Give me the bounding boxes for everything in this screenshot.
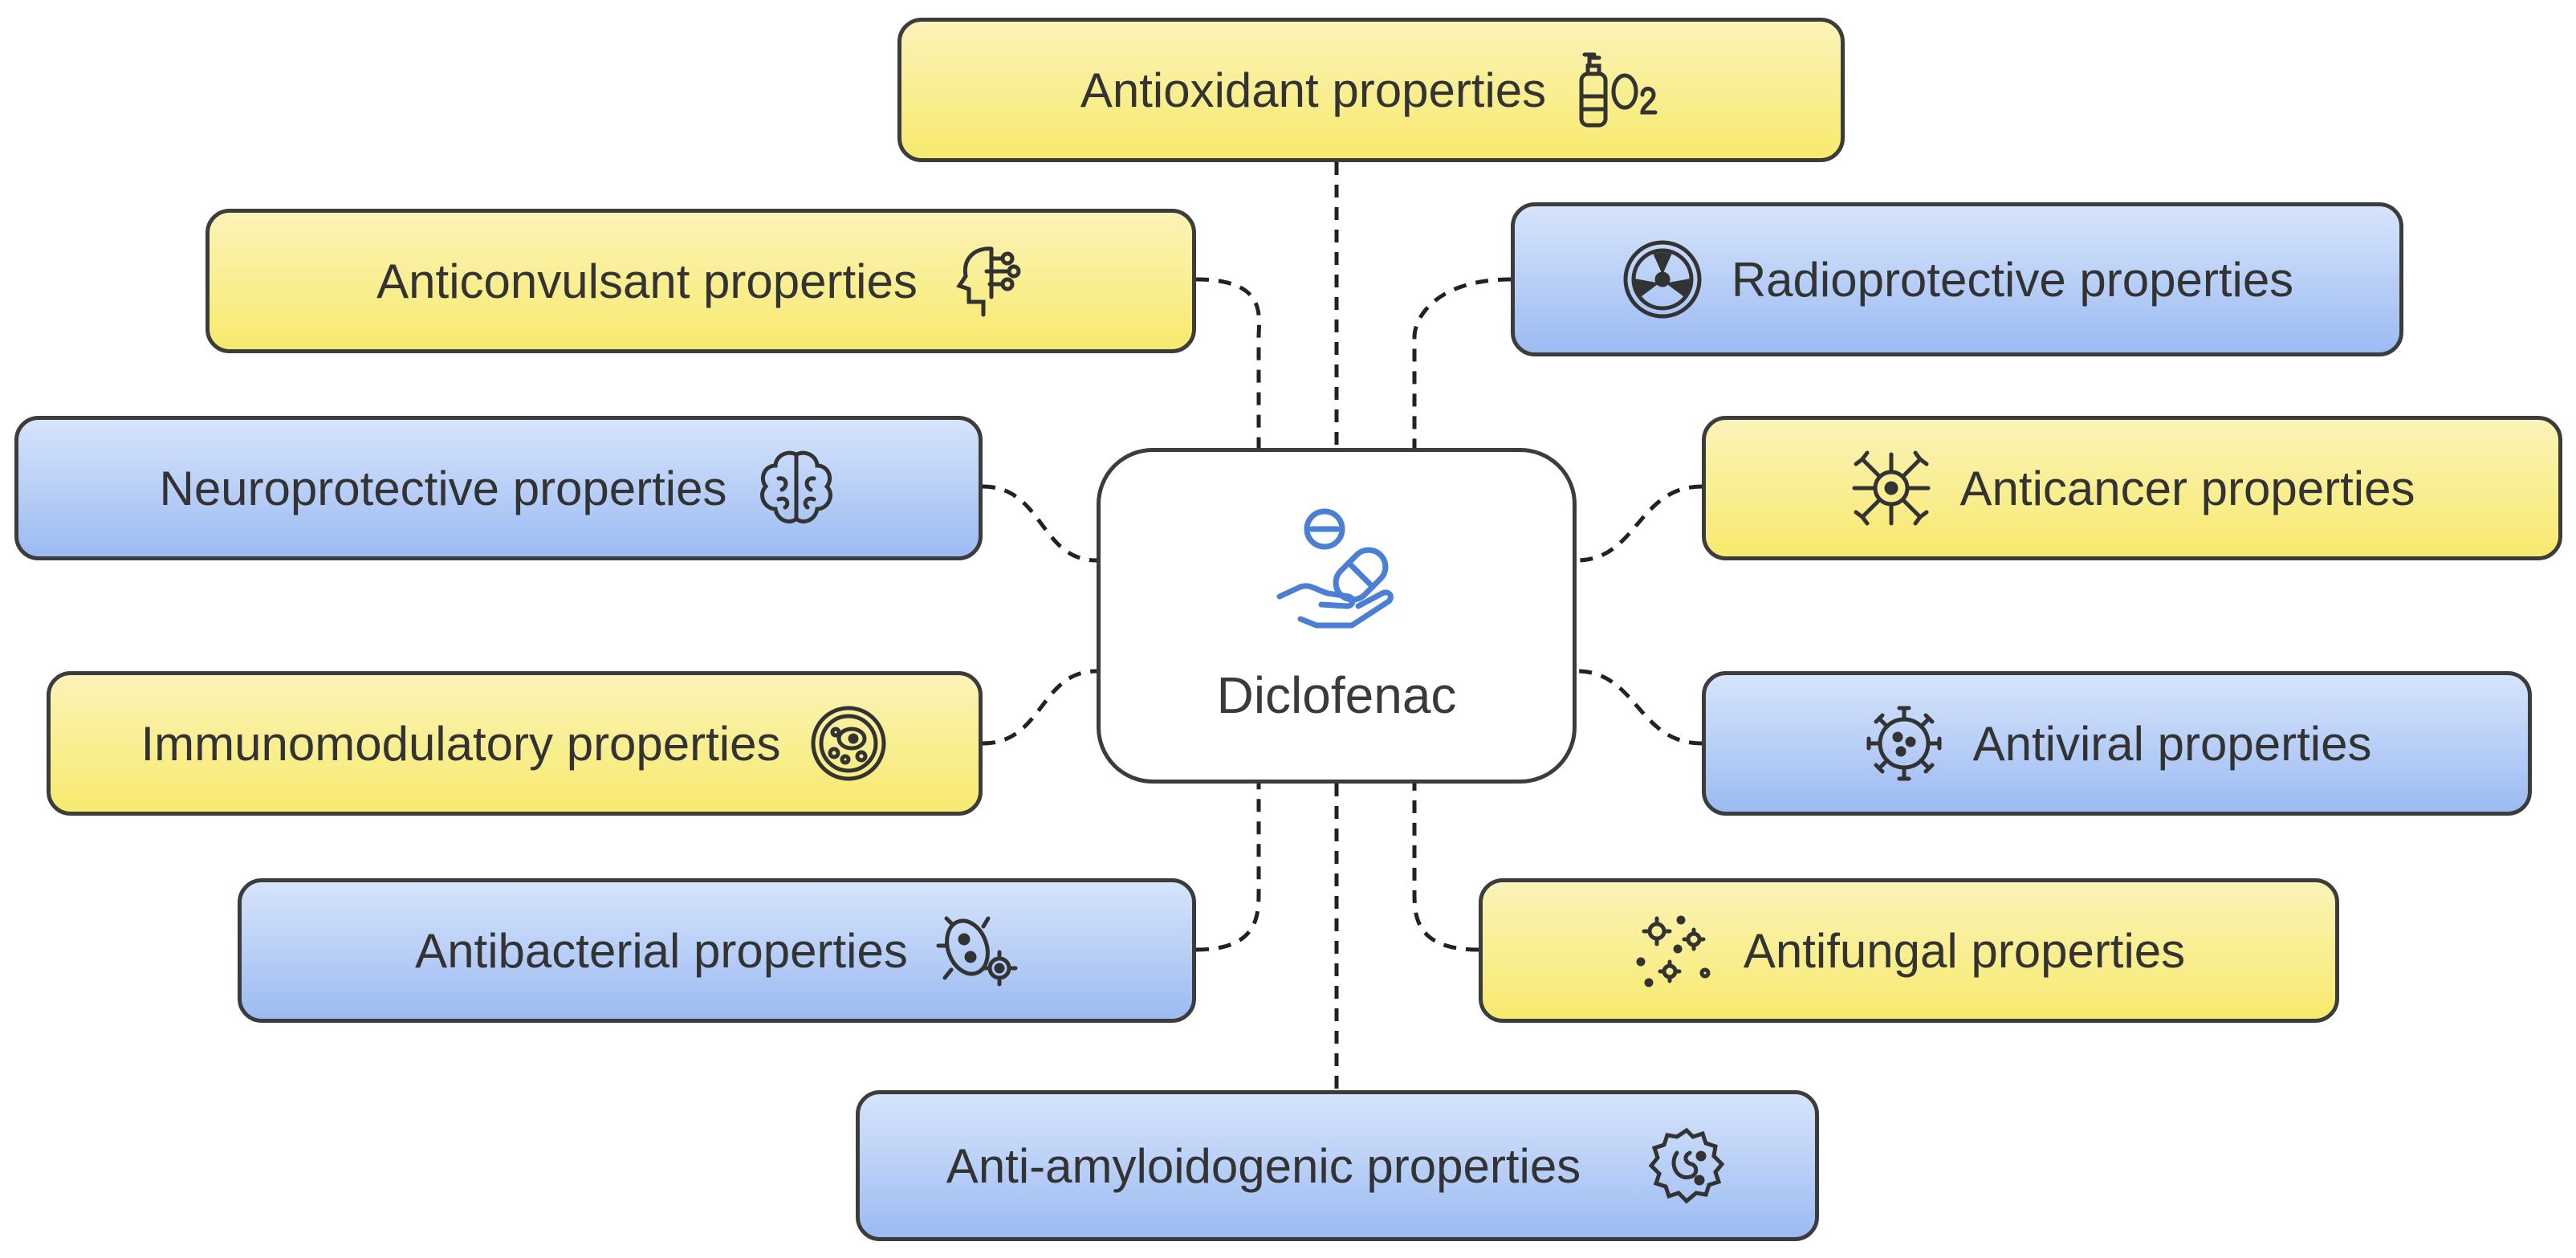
antioxidant-label: Antioxidant properties xyxy=(1080,63,1547,117)
connector-neuroprotective xyxy=(982,484,1097,563)
radioprotective-box: Radioprotective properties xyxy=(1511,202,2403,356)
immunomodulatory-label: Immunomodulatory properties xyxy=(140,716,781,771)
oxygen-cylinder-icon xyxy=(1573,50,1662,130)
amyloid-cell-icon xyxy=(1645,1124,1728,1207)
hand-holding-pills-icon xyxy=(1268,507,1405,643)
diclofenac-center-box: Diclofenac xyxy=(1097,448,1577,784)
radiation-icon xyxy=(1621,238,1704,321)
antioxidant-box: Antioxidant properties xyxy=(897,18,1845,162)
antiamyloidogenic-box: Anti-amyloidogenic properties xyxy=(856,1090,1819,1241)
anticancer-label: Anticancer properties xyxy=(1959,461,2415,515)
cancer-cell-icon xyxy=(1850,446,1933,530)
connector-anticancer xyxy=(1576,484,1703,563)
connector-immunomodulatory xyxy=(982,669,1097,746)
connector-radioprotective xyxy=(1412,277,1512,448)
antiviral-box: Antiviral properties xyxy=(1702,671,2532,816)
fungal-spores-icon xyxy=(1633,909,1716,992)
bacteria-icon xyxy=(935,909,1019,992)
antibacterial-label: Antibacterial properties xyxy=(415,923,908,978)
anticancer-box: Anticancer properties xyxy=(1702,416,2562,560)
antifungal-label: Antifungal properties xyxy=(1743,923,2186,978)
petri-dish-icon xyxy=(808,703,889,784)
brain-icon xyxy=(755,446,838,530)
connector-antiviral xyxy=(1576,669,1703,746)
diclofenac-label: Diclofenac xyxy=(1216,666,1457,724)
immunomodulatory-box: Immunomodulatory properties xyxy=(47,671,983,816)
antifungal-box: Antifungal properties xyxy=(1479,878,2339,1023)
antibacterial-box: Antibacterial properties xyxy=(238,878,1196,1023)
connector-anticonvulsant xyxy=(1195,277,1262,448)
connector-antibacterial xyxy=(1195,784,1261,952)
radioprotective-label: Radioprotective properties xyxy=(1731,252,2294,307)
anticonvulsant-box: Anticonvulsant properties xyxy=(206,209,1196,353)
neuroprotective-box: Neuroprotective properties xyxy=(14,416,983,560)
antiamyloidogenic-label: Anti-amyloidogenic properties xyxy=(946,1138,1581,1193)
virus-icon xyxy=(1862,702,1946,785)
neuroprotective-label: Neuroprotective properties xyxy=(159,461,727,515)
anticonvulsant-label: Anticonvulsant properties xyxy=(376,254,918,308)
connector-antifungal xyxy=(1412,784,1479,952)
head-circuit-icon xyxy=(945,241,1025,321)
antiviral-label: Antiviral properties xyxy=(1972,716,2372,771)
